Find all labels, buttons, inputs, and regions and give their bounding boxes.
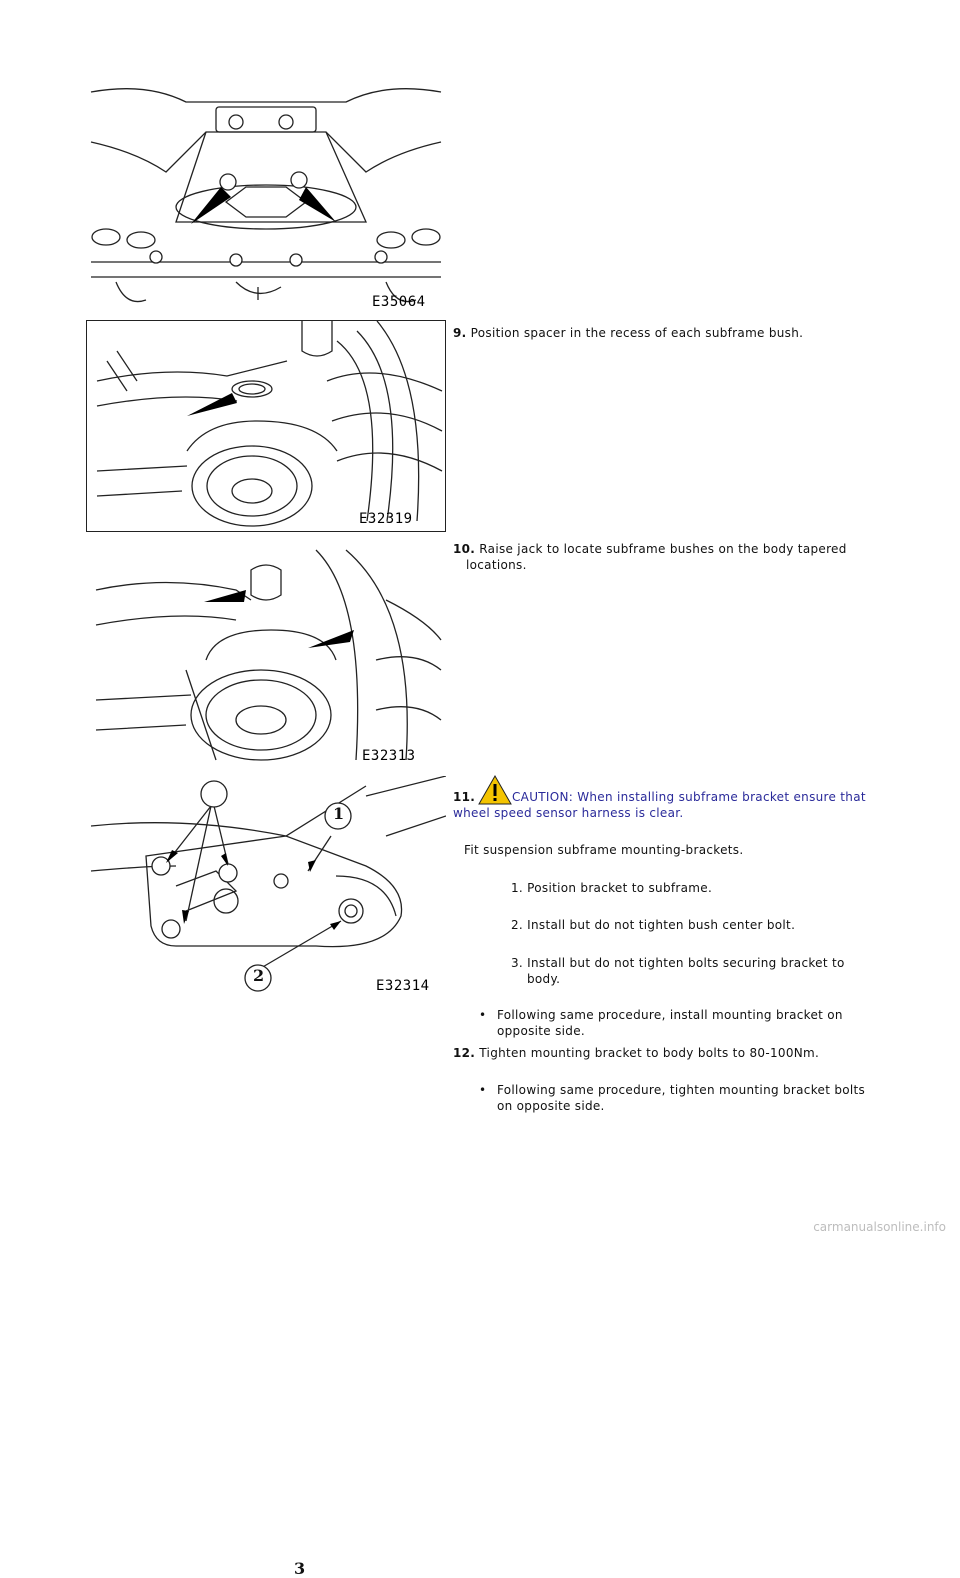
substep-1: 1. Position bracket to subframe. <box>511 881 713 895</box>
step-12-bullet: Following same procedure, tighten mounti… <box>479 1083 865 1098</box>
step-text: Raise jack to locate subframe bushes on … <box>479 542 847 556</box>
figure-subframe-top: E35064 <box>86 82 446 314</box>
figure-code: E32314 <box>376 978 430 994</box>
step-12-bullet-cont: on opposite side. <box>497 1099 605 1113</box>
substep-2: 2. Install but do not tighten bush cente… <box>511 918 796 932</box>
warning-icon <box>478 775 512 805</box>
subframe-top-illustration <box>90 88 442 303</box>
callout-3: 3 <box>294 1559 306 1578</box>
arrow-icon <box>187 393 237 416</box>
step-number: 10. <box>453 542 476 556</box>
step-number: 9. <box>453 326 467 340</box>
caution-text-cont: wheel speed sensor harness is clear. <box>453 806 684 820</box>
watermark: carmanualsonline.info <box>813 1220 946 1234</box>
step-11-bullet: Following same procedure, install mounti… <box>479 1008 843 1023</box>
figure-mounting-bracket: 3 E32314 <box>86 776 446 1577</box>
step-10-cont: locations. <box>466 558 527 572</box>
step-9: 9. Position spacer in the recess of each… <box>453 326 803 341</box>
caution-text: CAUTION: When installing subframe bracke… <box>512 790 866 804</box>
arrow-icon <box>308 630 354 648</box>
arrow-icon <box>204 590 246 602</box>
figure-jack-raise: E32313 <box>86 540 444 768</box>
figure-code: E35064 <box>372 294 426 310</box>
step-12: 12. Tighten mounting bracket to body bol… <box>453 1046 819 1061</box>
step-text: Position spacer in the recess of each su… <box>470 326 804 340</box>
figure-code: E32313 <box>362 748 416 764</box>
step-text: Tighten mounting bracket to body bolts t… <box>479 1046 820 1060</box>
step-number: 11. <box>453 790 476 804</box>
jack-raise-illustration <box>95 549 442 761</box>
step-10: 10. Raise jack to locate subframe bushes… <box>453 542 847 557</box>
callout-1: 1 <box>333 804 345 823</box>
spacer-bush-illustration <box>96 321 443 527</box>
substep-3: 3. Install but do not tighten bolts secu… <box>511 956 845 970</box>
callout-2: 2 <box>253 966 265 985</box>
figure-spacer-bush: E32319 <box>86 320 446 532</box>
step-11-intro: Fit suspension subframe mounting-bracket… <box>464 843 744 857</box>
step-11-bullet-cont: opposite side. <box>497 1024 586 1038</box>
step-11: 11. <box>453 790 475 805</box>
substep-3-cont: body. <box>527 972 561 986</box>
figure-code: E32319 <box>359 511 413 527</box>
mounting-bracket-illustration <box>90 776 446 992</box>
step-number: 12. <box>453 1046 476 1060</box>
